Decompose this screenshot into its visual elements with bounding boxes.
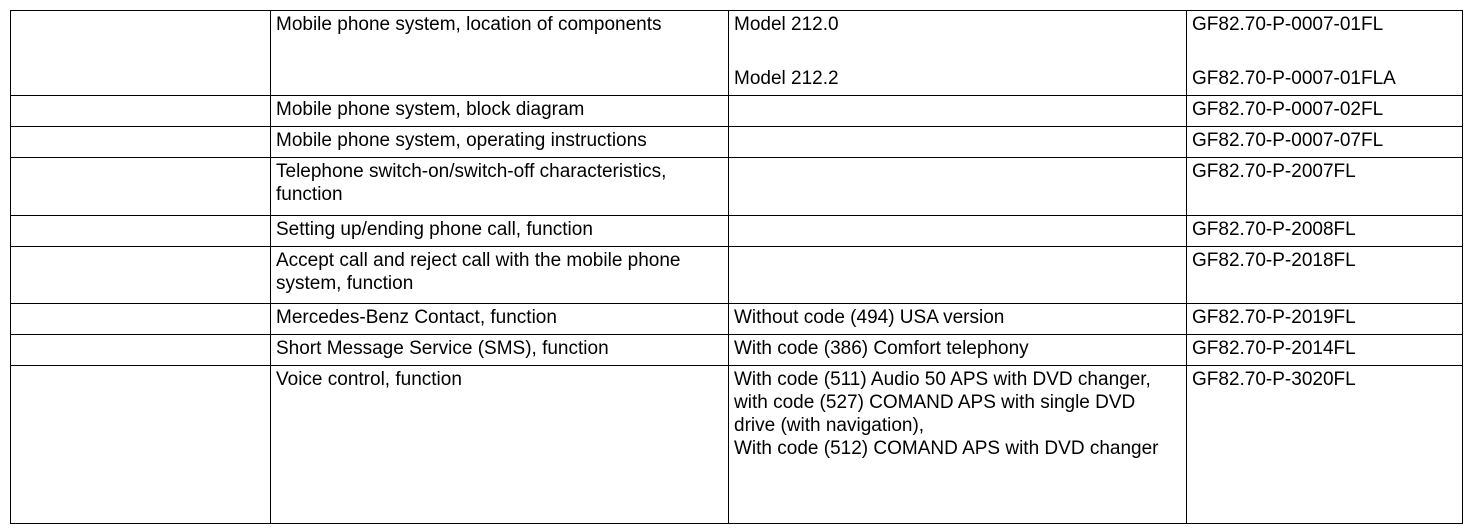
- table-row: Short Message Service (SMS), function Wi…: [10, 334, 1463, 366]
- empty-cell: [10, 365, 271, 524]
- condition-cell: [728, 246, 1187, 304]
- title-cell: Accept call and reject call with the mob…: [270, 246, 729, 304]
- table-row: Mobile phone system, operating instructi…: [10, 126, 1463, 158]
- empty-cell: [10, 303, 271, 335]
- condition-cell: Without code (494) USA version: [728, 303, 1187, 335]
- condition-cell: [728, 126, 1187, 158]
- title-cell: Short Message Service (SMS), function: [270, 334, 729, 366]
- empty-cell: [10, 246, 271, 304]
- condition-cell: [728, 215, 1187, 247]
- table-row: Mobile phone system, location of compone…: [10, 10, 1463, 96]
- condition-text: Model 212.0: [734, 14, 839, 35]
- document-number-cell: GF82.70-P-2007FL: [1186, 157, 1463, 216]
- table-row: Mercedes-Benz Contact, function Without …: [10, 303, 1463, 335]
- table-row: Mobile phone system, block diagram GF82.…: [10, 95, 1463, 127]
- condition-cell: Model 212.0 Model 212.2: [728, 10, 1187, 96]
- document-number-cell: GF82.70-P-2014FL: [1186, 334, 1463, 366]
- condition-text: With code (512) COMAND APS with DVD chan…: [734, 438, 1159, 459]
- document-number-cell: GF82.70-P-2008FL: [1186, 215, 1463, 247]
- title-cell: Mobile phone system, location of compone…: [270, 10, 729, 96]
- document-number-cell: GF82.70-P-2018FL: [1186, 246, 1463, 304]
- title-cell: Mobile phone system, operating instructi…: [270, 126, 729, 158]
- condition-cell: [728, 157, 1187, 216]
- table-row: Voice control, function With code (511) …: [10, 365, 1463, 524]
- document-number: GF82.70-P-0007-01FL: [1192, 14, 1384, 35]
- empty-cell: [10, 215, 271, 247]
- document-number-cell: GF82.70-P-3020FL: [1186, 365, 1463, 524]
- document-table: Mobile phone system, location of compone…: [10, 10, 1463, 524]
- empty-cell: [10, 334, 271, 366]
- document-number-cell: GF82.70-P-0007-01FL GF82.70-P-0007-01FLA: [1186, 10, 1463, 96]
- empty-cell: [10, 126, 271, 158]
- condition-text: With code (511) Audio 50 APS with DVD ch…: [734, 369, 1151, 390]
- empty-cell: [10, 157, 271, 216]
- table-row: Setting up/ending phone call, function G…: [10, 215, 1463, 247]
- condition-text: Model 212.2: [734, 68, 839, 89]
- table-row: Telephone switch-on/switch-off character…: [10, 157, 1463, 216]
- document-number: GF82.70-P-0007-01FLA: [1192, 68, 1396, 89]
- condition-cell: [728, 95, 1187, 127]
- table-row: Accept call and reject call with the mob…: [10, 246, 1463, 304]
- empty-cell: [10, 95, 271, 127]
- title-cell: Setting up/ending phone call, function: [270, 215, 729, 247]
- title-cell: Mercedes-Benz Contact, function: [270, 303, 729, 335]
- condition-text: with code (527) COMAND APS with single D…: [734, 392, 1136, 436]
- document-number-cell: GF82.70-P-0007-07FL: [1186, 126, 1463, 158]
- title-cell: Telephone switch-on/switch-off character…: [270, 157, 729, 216]
- document-number-cell: GF82.70-P-0007-02FL: [1186, 95, 1463, 127]
- title-cell: Voice control, function: [270, 365, 729, 524]
- condition-cell: With code (386) Comfort telephony: [728, 334, 1187, 366]
- condition-cell: With code (511) Audio 50 APS with DVD ch…: [728, 365, 1187, 524]
- empty-cell: [10, 10, 271, 96]
- document-number-cell: GF82.70-P-2019FL: [1186, 303, 1463, 335]
- title-cell: Mobile phone system, block diagram: [270, 95, 729, 127]
